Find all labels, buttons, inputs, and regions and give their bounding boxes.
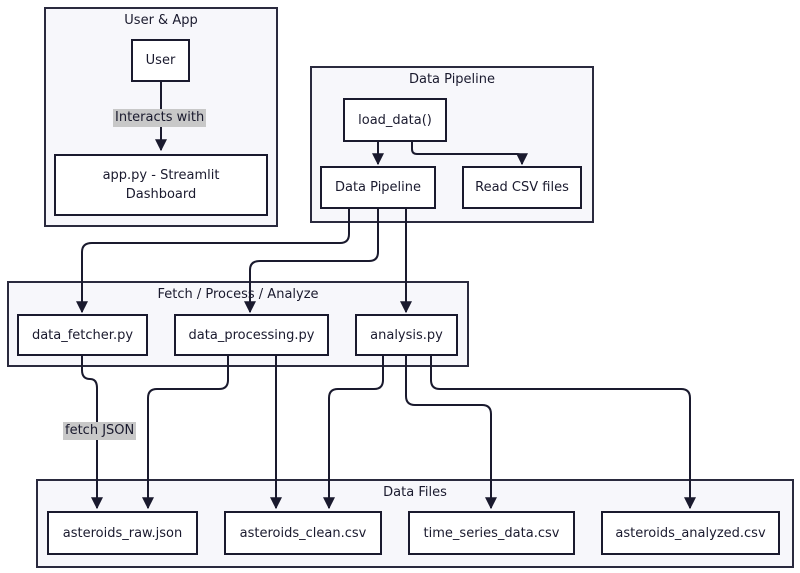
node-asteroids-clean-csv[interactable]: asteroids_clean.csv	[224, 511, 382, 555]
cluster-title-data-files: Data Files	[383, 485, 447, 500]
node-analysis[interactable]: analysis.py	[355, 314, 458, 356]
edge-label-fetch-json: fetch JSON	[63, 422, 137, 440]
cluster-title-data-pipeline: Data Pipeline	[408, 72, 496, 87]
node-app-streamlit-dashboard[interactable]: app.py - Streamlit Dashboard	[54, 154, 268, 216]
node-read-csv-files[interactable]: Read CSV files	[462, 166, 582, 209]
edge-label-interacts-with: Interacts with	[113, 109, 207, 127]
edge-analysis-cleancsv	[323, 356, 384, 510]
node-asteroids-analyzed-csv[interactable]: asteroids_analyzed.csv	[601, 511, 780, 555]
node-load-data[interactable]: load_data()	[343, 98, 447, 142]
node-data-fetcher[interactable]: data_fetcher.py	[17, 314, 148, 356]
node-user[interactable]: User	[131, 39, 190, 82]
node-time-series-data-csv[interactable]: time_series_data.csv	[408, 511, 575, 555]
node-data-pipeline[interactable]: Data Pipeline	[320, 166, 436, 209]
cluster-title-user-app: User & App	[124, 13, 198, 28]
edge-fetcher-rawjson	[81, 356, 103, 510]
node-asteroids-raw-json[interactable]: asteroids_raw.json	[47, 511, 198, 555]
edge-analysis-analyzed	[430, 356, 696, 510]
cluster-title-fetch-process-analyze: Fetch / Process / Analyze	[157, 287, 319, 302]
edge-processing-rawjson	[142, 356, 229, 510]
edge-load-readcsv	[411, 142, 528, 166]
edge-analysis-timeseries	[405, 356, 497, 510]
node-data-processing[interactable]: data_processing.py	[174, 314, 329, 356]
edge-pipeline-fetcher	[76, 209, 350, 314]
edge-pipeline-processing	[244, 209, 379, 314]
